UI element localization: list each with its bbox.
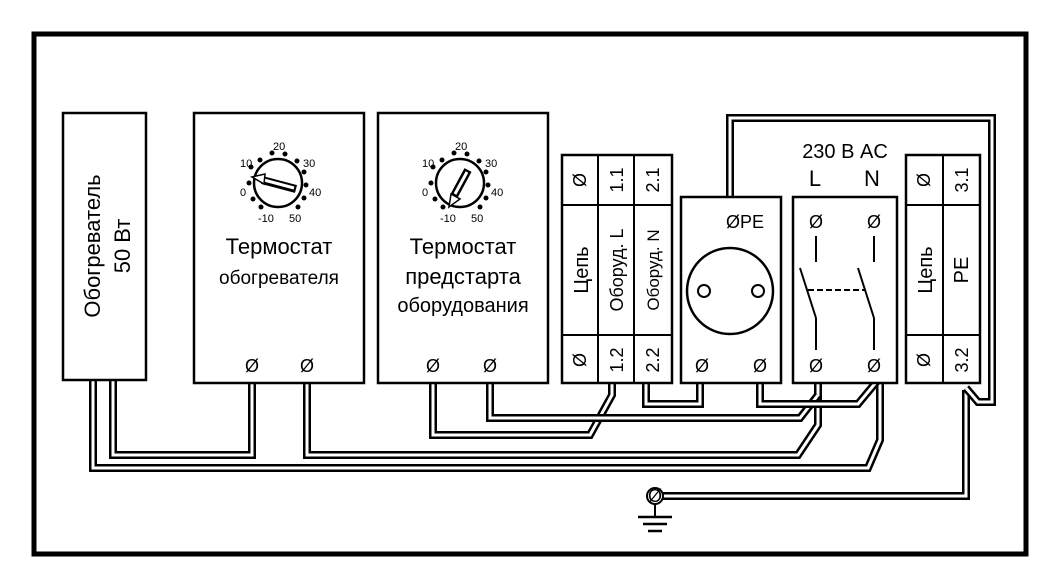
- wire-equipment-thermostat-to-term-1-2: [429, 370, 616, 439]
- term-label-circuit: Цепь: [915, 246, 937, 293]
- wire-heater-to-breaker-n: [89, 370, 884, 472]
- thermostat-equipment: -10 0 10 20 30 40 50 Термостат предстарт…: [376, 111, 550, 385]
- term-number-2-2: 2.2: [643, 347, 663, 372]
- socket-pe-terminal: ØPE: [726, 212, 764, 232]
- term-label-pe: PE: [951, 257, 973, 284]
- wire-term-2-2-to-socket: [642, 375, 704, 408]
- screw-terminal: Ø: [753, 356, 767, 376]
- thermostat-equipment-subtitle-1: предстарта: [405, 264, 521, 289]
- dial-label-40: 40: [309, 187, 321, 199]
- dial-label-20: 20: [273, 141, 285, 153]
- dial-label-0: 0: [240, 187, 246, 199]
- dial-label-10: 10: [240, 158, 252, 170]
- ground-symbol: Ø: [638, 486, 672, 533]
- thermostat-heater: -10 0 10 20 30 40 50 Термостат обогреват…: [192, 111, 366, 385]
- screw-terminal: Ø: [426, 356, 440, 376]
- term-number-1-2: 1.2: [607, 347, 627, 372]
- dial-label-40: 40: [491, 187, 503, 199]
- term-screw-top: Ø: [914, 173, 934, 187]
- dial-label-30: 30: [485, 158, 497, 170]
- screw-terminal: Ø: [483, 356, 497, 376]
- wires: [89, 114, 996, 500]
- wire-heater-to-thermostat: [109, 370, 256, 459]
- supply-voltage-label: 230 В AC: [802, 141, 888, 163]
- thermostat-equipment-subtitle-2: оборудования: [397, 295, 528, 317]
- wire-socket-to-breaker-n: [756, 375, 882, 408]
- dial-label-minus10: -10: [258, 213, 274, 225]
- thermostat-heater-title: Термостат: [226, 234, 333, 259]
- thermostat-equipment-title: Термостат: [410, 234, 517, 259]
- dial-label-0: 0: [422, 187, 428, 199]
- thermostat-heater-dial: -10 0 10 20 30 40 50: [240, 141, 321, 225]
- dial-label-50: 50: [471, 213, 483, 225]
- circuit-breaker: 230 В AC L N Ø Ø Ø Ø: [791, 141, 899, 385]
- ground-screw: Ø: [648, 486, 662, 506]
- term-number-2-1: 2.1: [643, 167, 663, 192]
- screw-terminal: Ø: [867, 212, 881, 232]
- screw-terminal: Ø: [695, 356, 709, 376]
- screw-terminal: Ø: [867, 356, 881, 376]
- term-label-equip-l: Оборуд. L: [607, 228, 627, 311]
- screw-terminal: Ø: [809, 212, 823, 232]
- wire-socket-pe-loop: [726, 114, 996, 406]
- terminal-block-1: Ø Цепь Ø 1.1 Оборуд. L 1.2 2.1 Оборуд. N…: [560, 153, 674, 385]
- screw-terminal: Ø: [245, 356, 259, 376]
- term-label-circuit: Цепь: [571, 246, 593, 293]
- wire-term-pe-to-ground: [655, 390, 970, 500]
- phase-l-label: L: [809, 166, 821, 191]
- heater-label-line2: 50 Вт: [110, 219, 135, 274]
- term-label-equip-n: Оборуд. N: [644, 229, 663, 310]
- dial-label-minus10: -10: [440, 213, 456, 225]
- dial-label-20: 20: [455, 141, 467, 153]
- term-screw-bottom: Ø: [914, 353, 934, 367]
- dial-label-30: 30: [303, 158, 315, 170]
- term-screw-bottom: Ø: [570, 353, 590, 367]
- term-number-3-2: 3.2: [952, 347, 972, 372]
- term-number-1-1: 1.1: [607, 167, 627, 192]
- dial-label-10: 10: [422, 158, 434, 170]
- term-screw-top: Ø: [570, 173, 590, 187]
- dial-label-50: 50: [289, 213, 301, 225]
- thermostat-equipment-dial: -10 0 10 20 30 40 50: [422, 141, 503, 225]
- socket: ØPE Ø Ø: [679, 195, 783, 385]
- screw-terminal: Ø: [300, 356, 314, 376]
- heater: Обогреватель 50 Вт: [61, 111, 148, 382]
- neutral-n-label: N: [864, 166, 880, 191]
- heater-label-line1: Обогреватель: [80, 174, 105, 317]
- term-number-3-1: 3.1: [952, 167, 972, 192]
- thermostat-heater-subtitle: обогревателя: [219, 268, 339, 289]
- terminal-block-2: Ø Цепь Ø 3.1 PE 3.2: [904, 153, 982, 385]
- screw-terminal: Ø: [809, 356, 823, 376]
